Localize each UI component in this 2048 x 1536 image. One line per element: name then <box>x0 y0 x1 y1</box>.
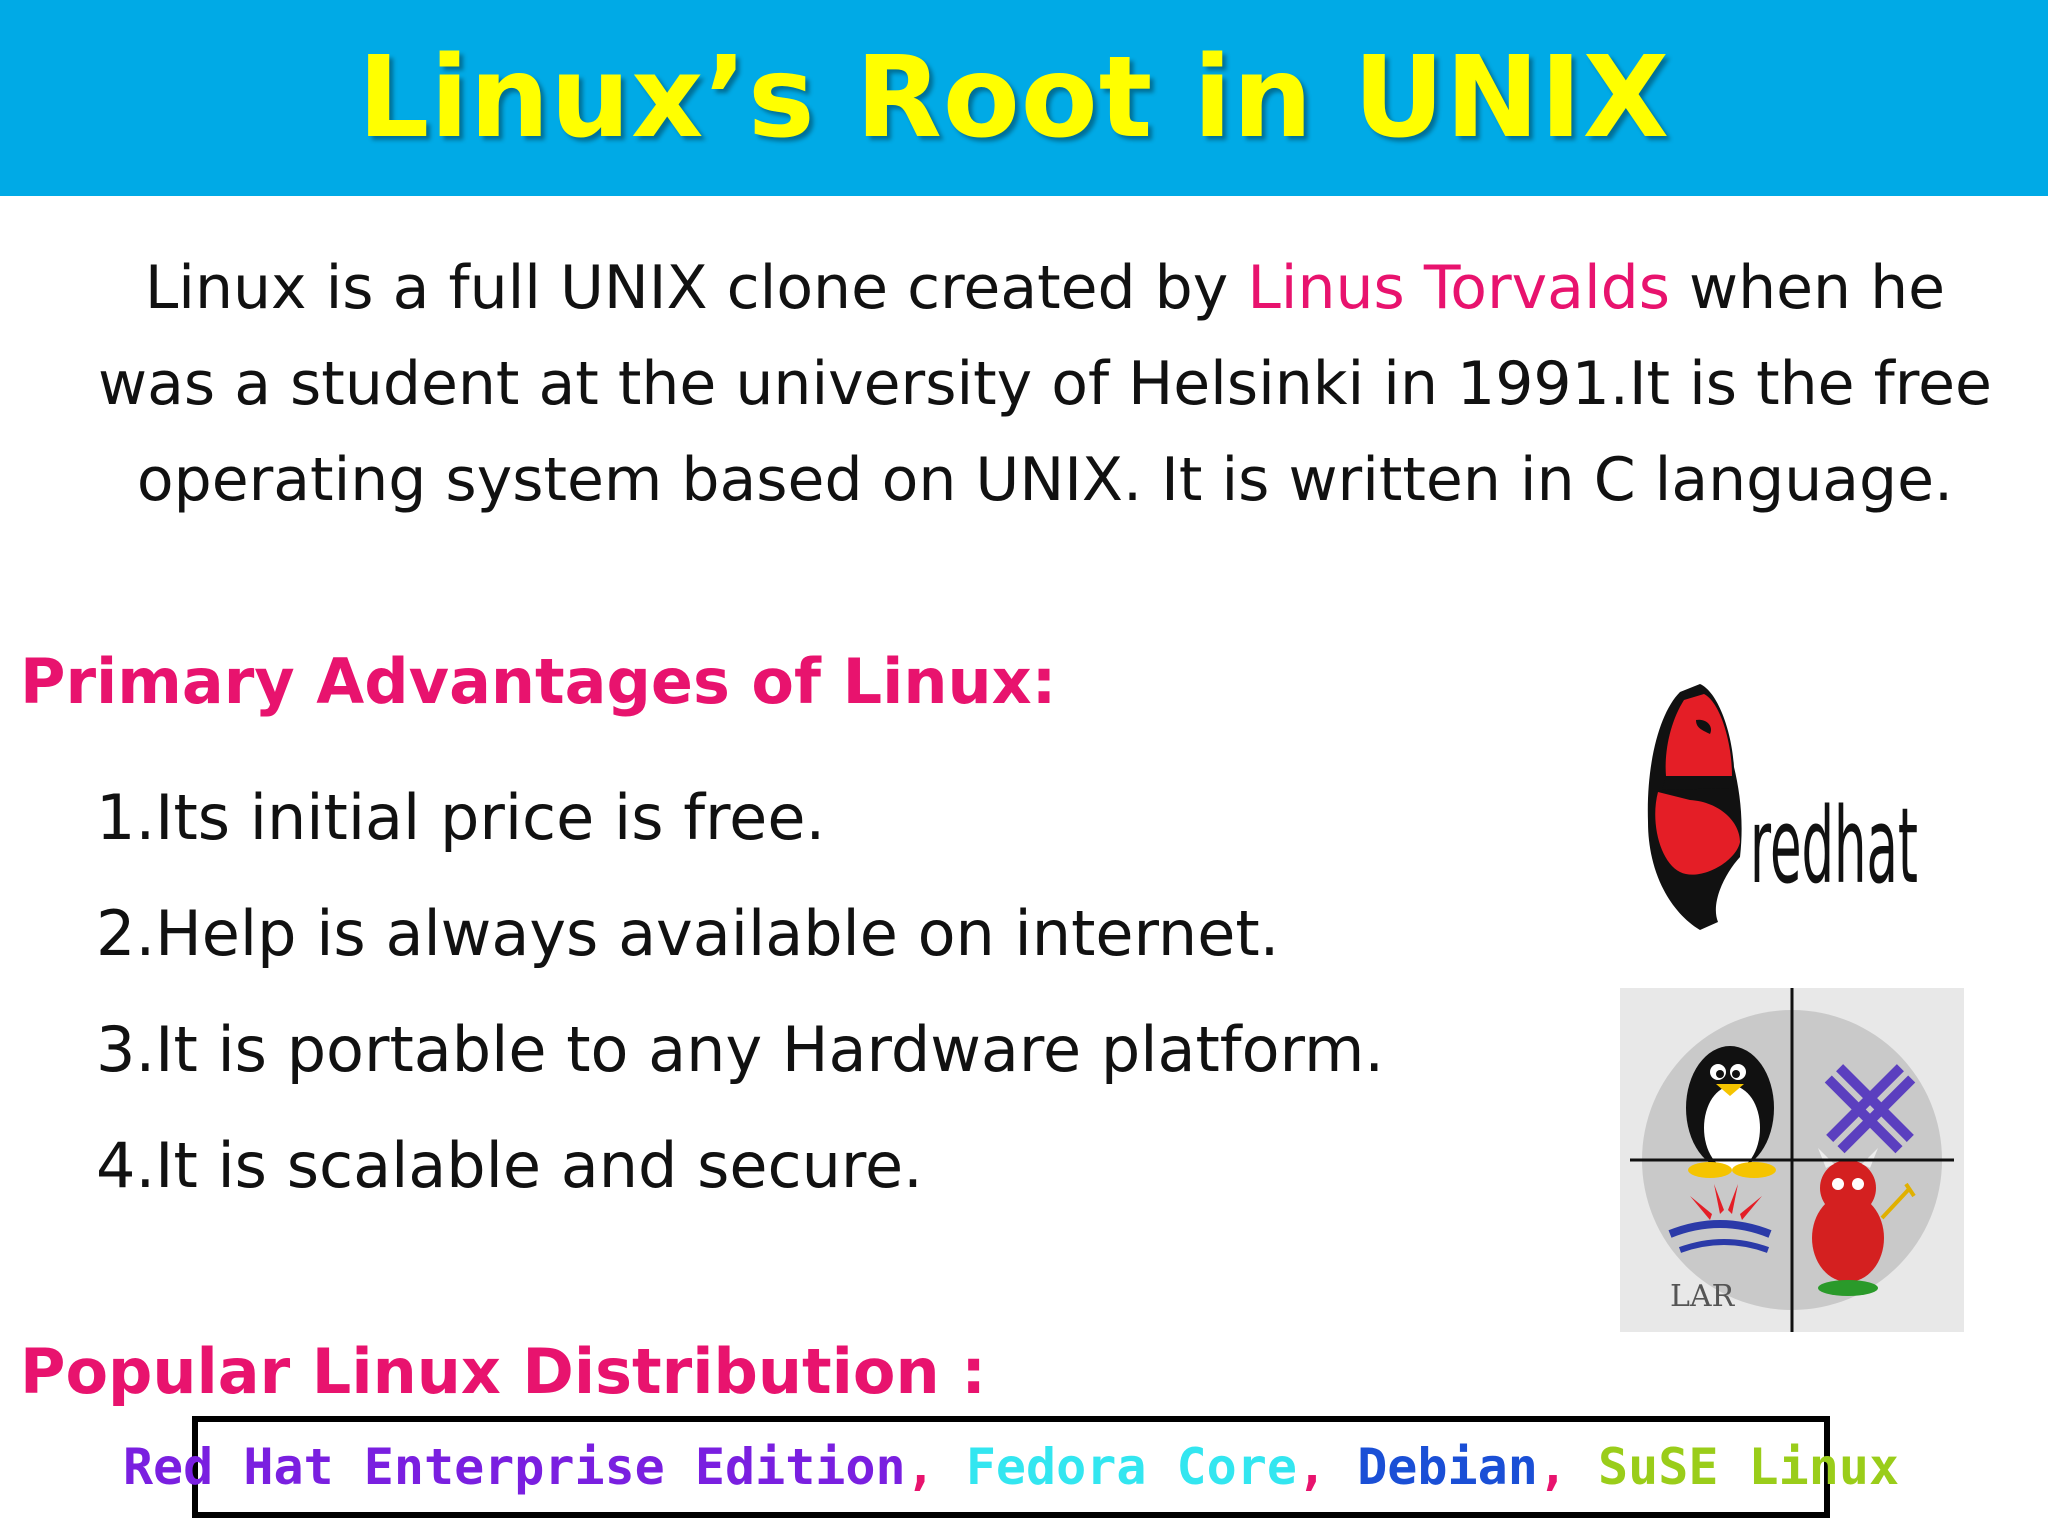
distribution-fedora: Fedora Core <box>965 1438 1297 1496</box>
distribution-redhat: Red Hat Enterprise Edition <box>122 1438 906 1496</box>
distribution-debian: Debian <box>1357 1438 1538 1496</box>
intro-author-name: Linus Torvalds <box>1247 253 1670 323</box>
shadowman-icon <box>1647 684 1742 930</box>
distribution-suse: SuSE Linux <box>1598 1438 1900 1496</box>
title-bar: Linux’s Root in UNIX <box>0 0 2048 196</box>
intro-text-after: when he was a student at the university … <box>98 253 1992 515</box>
svg-text:LAR: LAR <box>1670 1279 1736 1314</box>
separator: , <box>1296 1438 1358 1496</box>
intro-paragraph: Linux is a full UNIX clone created by Li… <box>80 240 2010 528</box>
page-title: Linux’s Root in UNIX <box>357 33 1671 163</box>
redhat-wordmark: redhat <box>1750 785 1918 907</box>
advantage-item: 1.Its initial price is free. <box>96 781 826 854</box>
advantage-item: 2.Help is always available on internet. <box>96 897 1280 970</box>
redhat-logo: redhat <box>1647 684 1918 930</box>
advantages-heading: Primary Advantages of Linux: <box>20 645 1057 718</box>
advantage-item: 4.It is scalable and secure. <box>96 1129 923 1202</box>
bsd-daemon-icon <box>1812 1148 1916 1296</box>
distributions-heading: Popular Linux Distribution : <box>20 1335 987 1408</box>
tux-penguin-icon <box>1686 1046 1776 1178</box>
separator: , <box>905 1438 966 1496</box>
intro-text-before: Linux is a full UNIX clone created by <box>144 253 1248 323</box>
solaris-logo-icon: LAR <box>1668 1184 1772 1314</box>
separator: , <box>1537 1438 1599 1496</box>
advantages-list: 1.Its initial price is free. 2.Help is a… <box>96 760 1384 1224</box>
distribution-list-box: Red Hat Enterprise Edition, Fedora Core,… <box>123 1416 1899 1518</box>
advantage-item: 3.It is portable to any Hardware platfor… <box>96 1013 1385 1086</box>
sun-logo-icon <box>1824 1064 1916 1154</box>
os-collage-logo: LAR <box>1620 988 1964 1332</box>
